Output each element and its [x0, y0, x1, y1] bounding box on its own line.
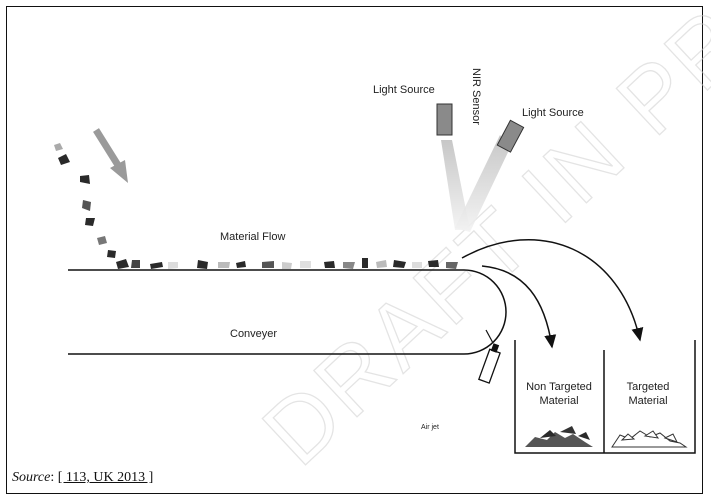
- source-reference-link[interactable]: [ 113, UK 2013 ]: [57, 470, 154, 485]
- falling-material: [54, 143, 116, 258]
- diagram-labels: Light Source NIR Sensor Light Source Mat…: [220, 68, 669, 431]
- collection-bins: [514, 340, 696, 454]
- label-non-targeted-2: Material: [539, 395, 578, 407]
- light-source-right: [496, 119, 525, 153]
- label-conveyer: Conveyer: [230, 328, 277, 340]
- material-on-belt: [116, 258, 458, 269]
- source-label: Source: [12, 470, 51, 485]
- source-separator: :: [50, 470, 55, 485]
- label-material-flow: Material Flow: [220, 231, 285, 243]
- air-jet-nozzle: [477, 329, 501, 384]
- label-targeted-1: Targeted: [627, 381, 670, 393]
- label-targeted-2: Material: [628, 395, 667, 407]
- light-source-left: [436, 103, 453, 136]
- label-air-jet: Air jet: [421, 424, 439, 431]
- source-caption: Source: [ 113, UK 2013 ]: [12, 470, 153, 486]
- label-nir-sensor: NIR Sensor: [470, 68, 482, 125]
- figure-frame: [6, 6, 703, 494]
- feed-arrow: [93, 128, 128, 183]
- conveyor-belt: [68, 269, 507, 355]
- label-light-source-right: Light Source: [522, 107, 584, 119]
- targeted-material-pile: [611, 430, 688, 448]
- non-targeted-material-pile: [525, 426, 593, 447]
- label-light-source-left: Light Source: [373, 84, 435, 96]
- light-beams: [441, 135, 510, 232]
- trajectory-to-non-targeted: [481, 265, 557, 349]
- trajectory-arrows: [461, 238, 644, 349]
- label-non-targeted-1: Non Targeted: [526, 381, 592, 393]
- trajectory-to-targeted: [461, 238, 644, 342]
